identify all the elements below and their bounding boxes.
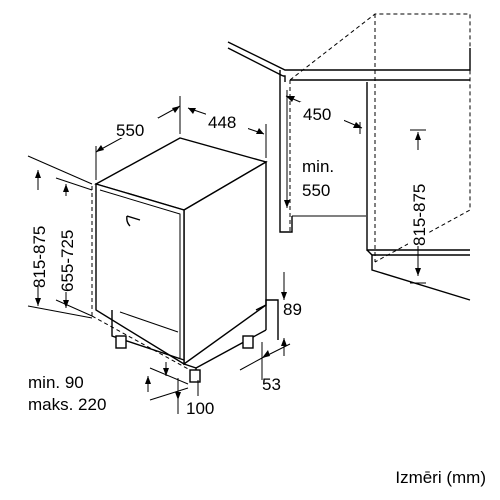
dim-niche-depth: min. 550 [284, 90, 334, 208]
dim-appliance-width: 448 [187, 107, 267, 158]
label-815-875-right: 815-875 [410, 184, 429, 246]
label-min-90: min. 90 [28, 373, 84, 392]
dim-niche-width: 450 [285, 95, 363, 134]
dim-foot-offset: 100 [175, 378, 214, 418]
dishwasher-body [91, 137, 268, 383]
label-min-550: 550 [302, 181, 330, 200]
units-label: Izmēri (mm) [395, 468, 486, 487]
label-min-prefix: min. [302, 157, 334, 176]
label-550: 550 [116, 121, 144, 140]
dim-plinth-gap: min. 90 maks. 220 [28, 362, 189, 414]
dim-appliance-depth: 550 [95, 96, 181, 180]
dim-niche-height: 815-875 [408, 129, 429, 284]
dim-plinth-depth: 53 [239, 342, 291, 394]
label-655-725: 655-725 [58, 230, 77, 292]
dim-total-height: 815-875 [27, 155, 93, 319]
dim-plinth-height: 89 [255, 272, 302, 356]
label-815-875-left: 815-875 [30, 226, 49, 288]
niche-outline [227, 13, 471, 301]
label-450: 450 [303, 105, 331, 124]
label-100: 100 [186, 399, 214, 418]
label-448: 448 [208, 113, 236, 132]
label-89: 89 [283, 300, 302, 319]
label-53: 53 [262, 375, 281, 394]
dim-door-height: 655-725 [55, 177, 93, 317]
label-maks-220: maks. 220 [28, 395, 106, 414]
